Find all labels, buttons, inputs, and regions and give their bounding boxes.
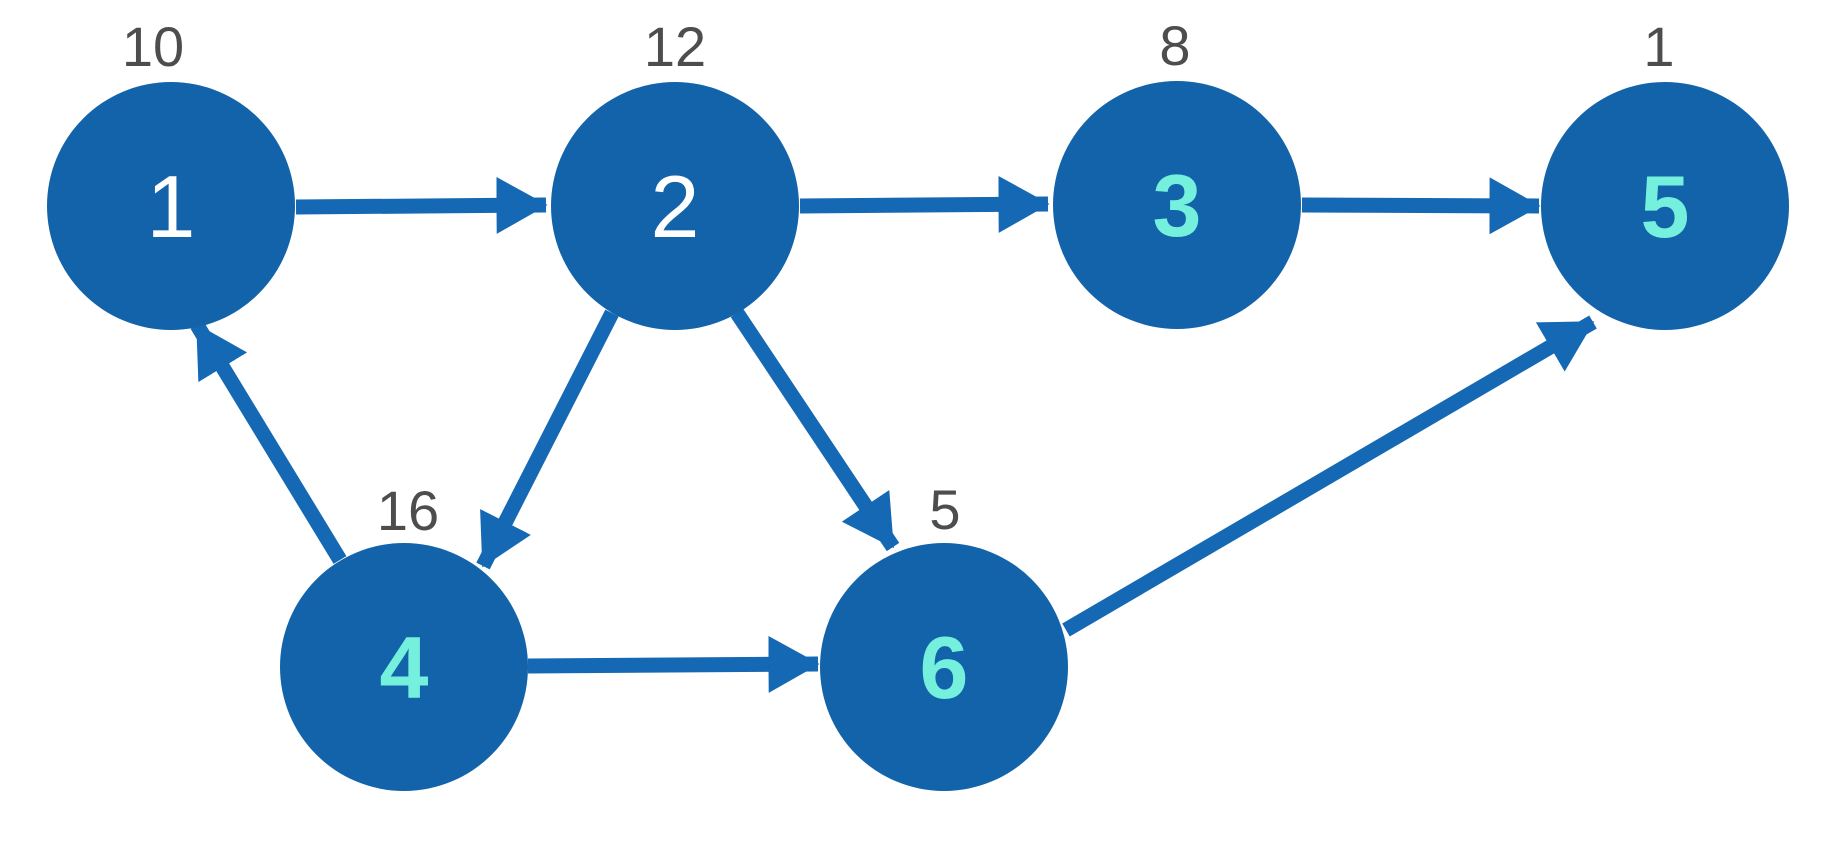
edge-4-to-1: [190, 321, 347, 564]
node-circle-4: [280, 543, 528, 791]
node-id-label-4: 4: [380, 618, 429, 717]
edge-2-to-6: [730, 308, 900, 552]
graph-node-6: 65: [820, 478, 1068, 791]
edge-4-to-6: [527, 635, 820, 693]
node-circle-3: [1053, 81, 1301, 329]
graph-node-1: 1 10: [47, 15, 295, 330]
graph-node-3: 38: [1053, 14, 1301, 329]
node-circle-2: [551, 82, 799, 330]
graph-node-2: 2 12: [551, 15, 799, 330]
node-circle-6: [820, 543, 1068, 791]
graph-node-5: 51: [1541, 15, 1789, 330]
graph-node-4: 4 16: [280, 479, 528, 791]
node-circle-1: [47, 82, 295, 330]
node-annotation-4: 16: [377, 479, 439, 542]
node-id-label-5: 5: [1641, 157, 1690, 256]
edge-3-to-5: [1301, 177, 1541, 235]
node-annotation-6: 5: [929, 478, 960, 541]
edges-layer: [190, 175, 1597, 693]
node-annotation-3: 8: [1159, 14, 1190, 77]
node-annotation-1: 10: [122, 15, 184, 78]
edge-2-to-3: [799, 175, 1050, 233]
edge-1-to-2: [295, 176, 548, 234]
node-circle-5: [1541, 82, 1789, 330]
node-annotation-5: 1: [1643, 15, 1674, 78]
node-annotation-2: 12: [644, 15, 706, 78]
edge-2-to-4: [476, 309, 619, 570]
node-id-label-3: 3: [1153, 156, 1202, 255]
node-id-label-1: 1: [147, 157, 196, 256]
node-id-label-2: 2: [651, 157, 700, 256]
edge-6-to-5: [1062, 315, 1597, 637]
node-id-label-6: 6: [920, 618, 969, 717]
